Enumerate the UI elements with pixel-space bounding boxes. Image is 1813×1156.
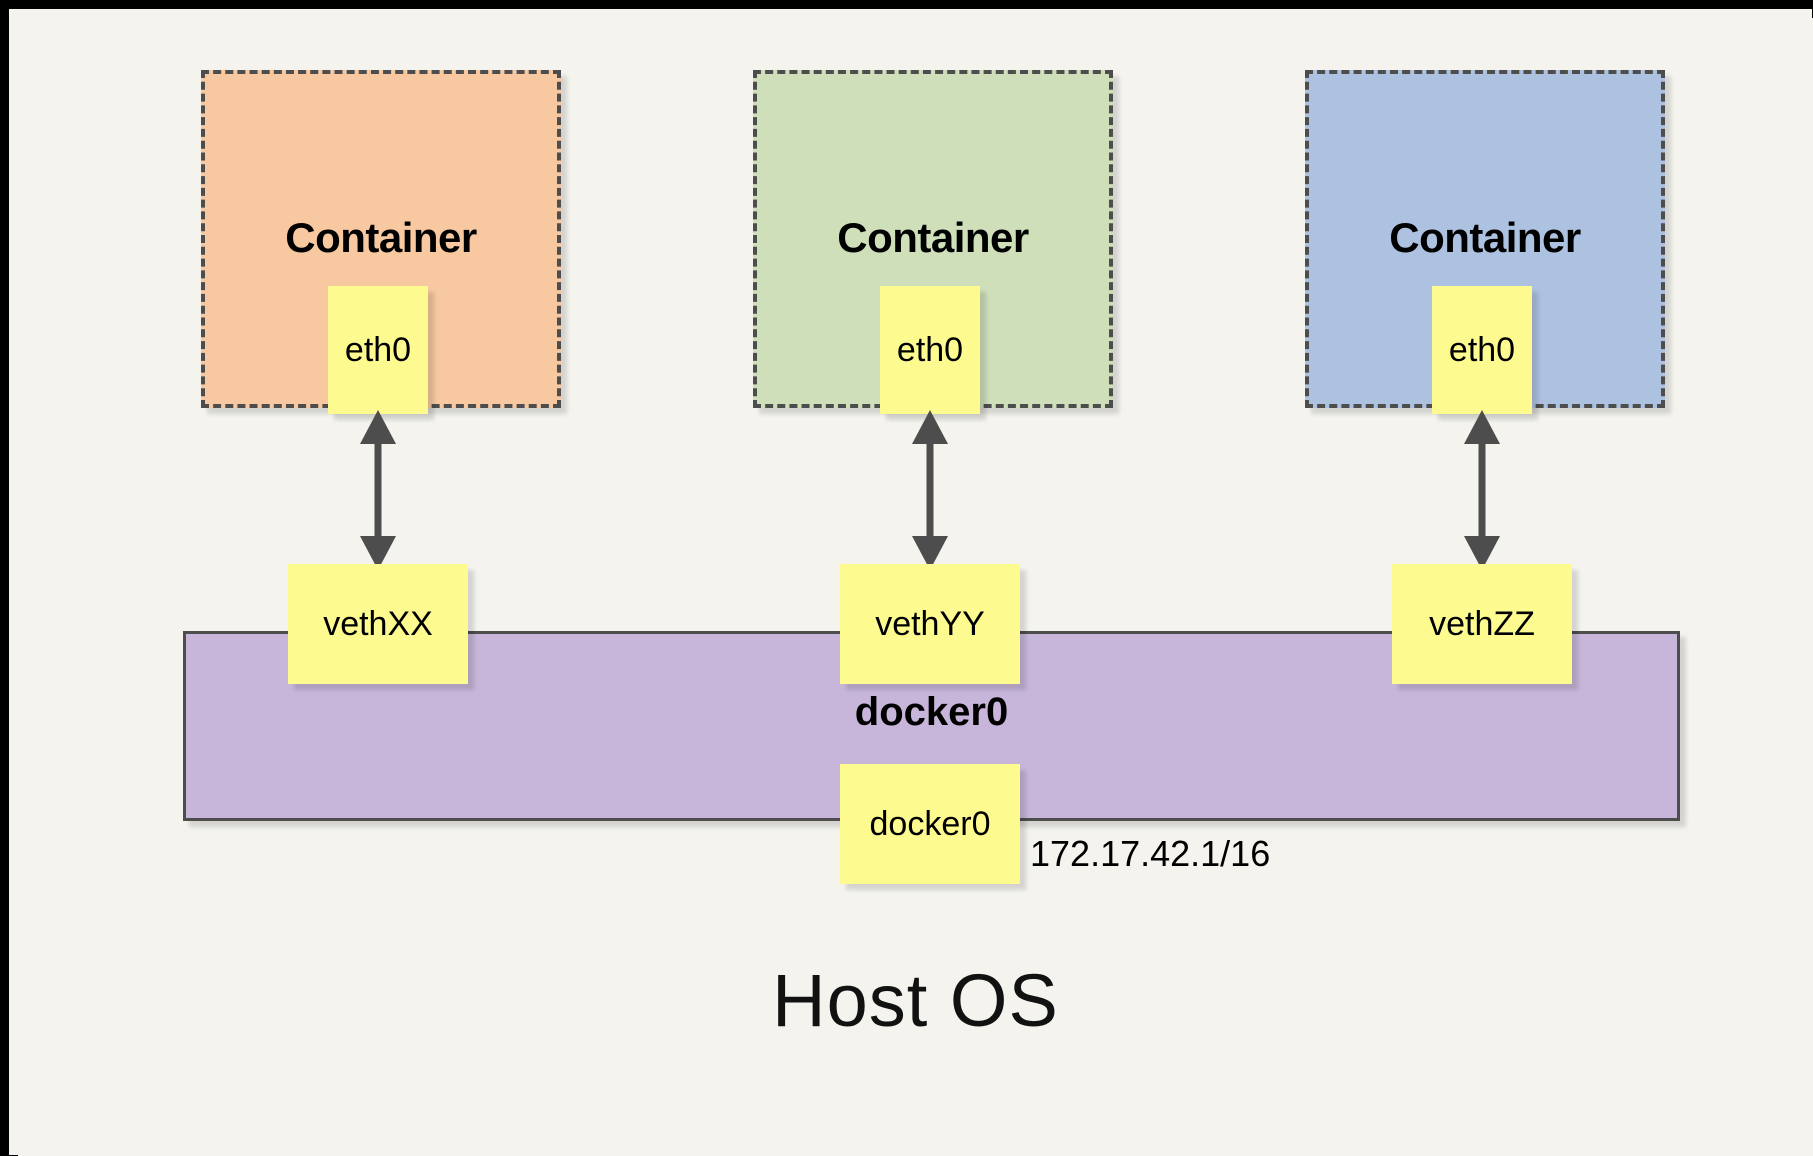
double-headed-arrow-icon-1: [360, 410, 396, 570]
eth0-interface-box-3[interactable]: eth0: [1432, 286, 1532, 414]
eth0-interface-box-2[interactable]: eth0: [880, 286, 980, 414]
docker0-bridge-label: docker0: [854, 690, 1009, 734]
container-title-3: Container: [1389, 214, 1581, 261]
double-headed-arrow-icon-2: [912, 410, 948, 570]
docker0-interface-box[interactable]: docker0: [840, 764, 1020, 884]
container-title-1: Container: [285, 214, 477, 261]
eth0-interface-box-1[interactable]: eth0: [328, 286, 428, 414]
double-headed-arrow-icon-3: [1464, 410, 1500, 570]
veth-interface-box-1[interactable]: vethXX: [288, 564, 468, 684]
diagram-canvas: Container Container Container eth0 eth0 …: [18, 18, 1813, 1156]
container-title-2: Container: [837, 214, 1029, 261]
veth-interface-box-3[interactable]: vethZZ: [1392, 564, 1572, 684]
docker0-ip-label: 172.17.42.1/16: [1030, 833, 1271, 874]
host-os-label: Host OS: [772, 959, 1059, 1042]
veth-interface-box-2[interactable]: vethYY: [840, 564, 1020, 684]
